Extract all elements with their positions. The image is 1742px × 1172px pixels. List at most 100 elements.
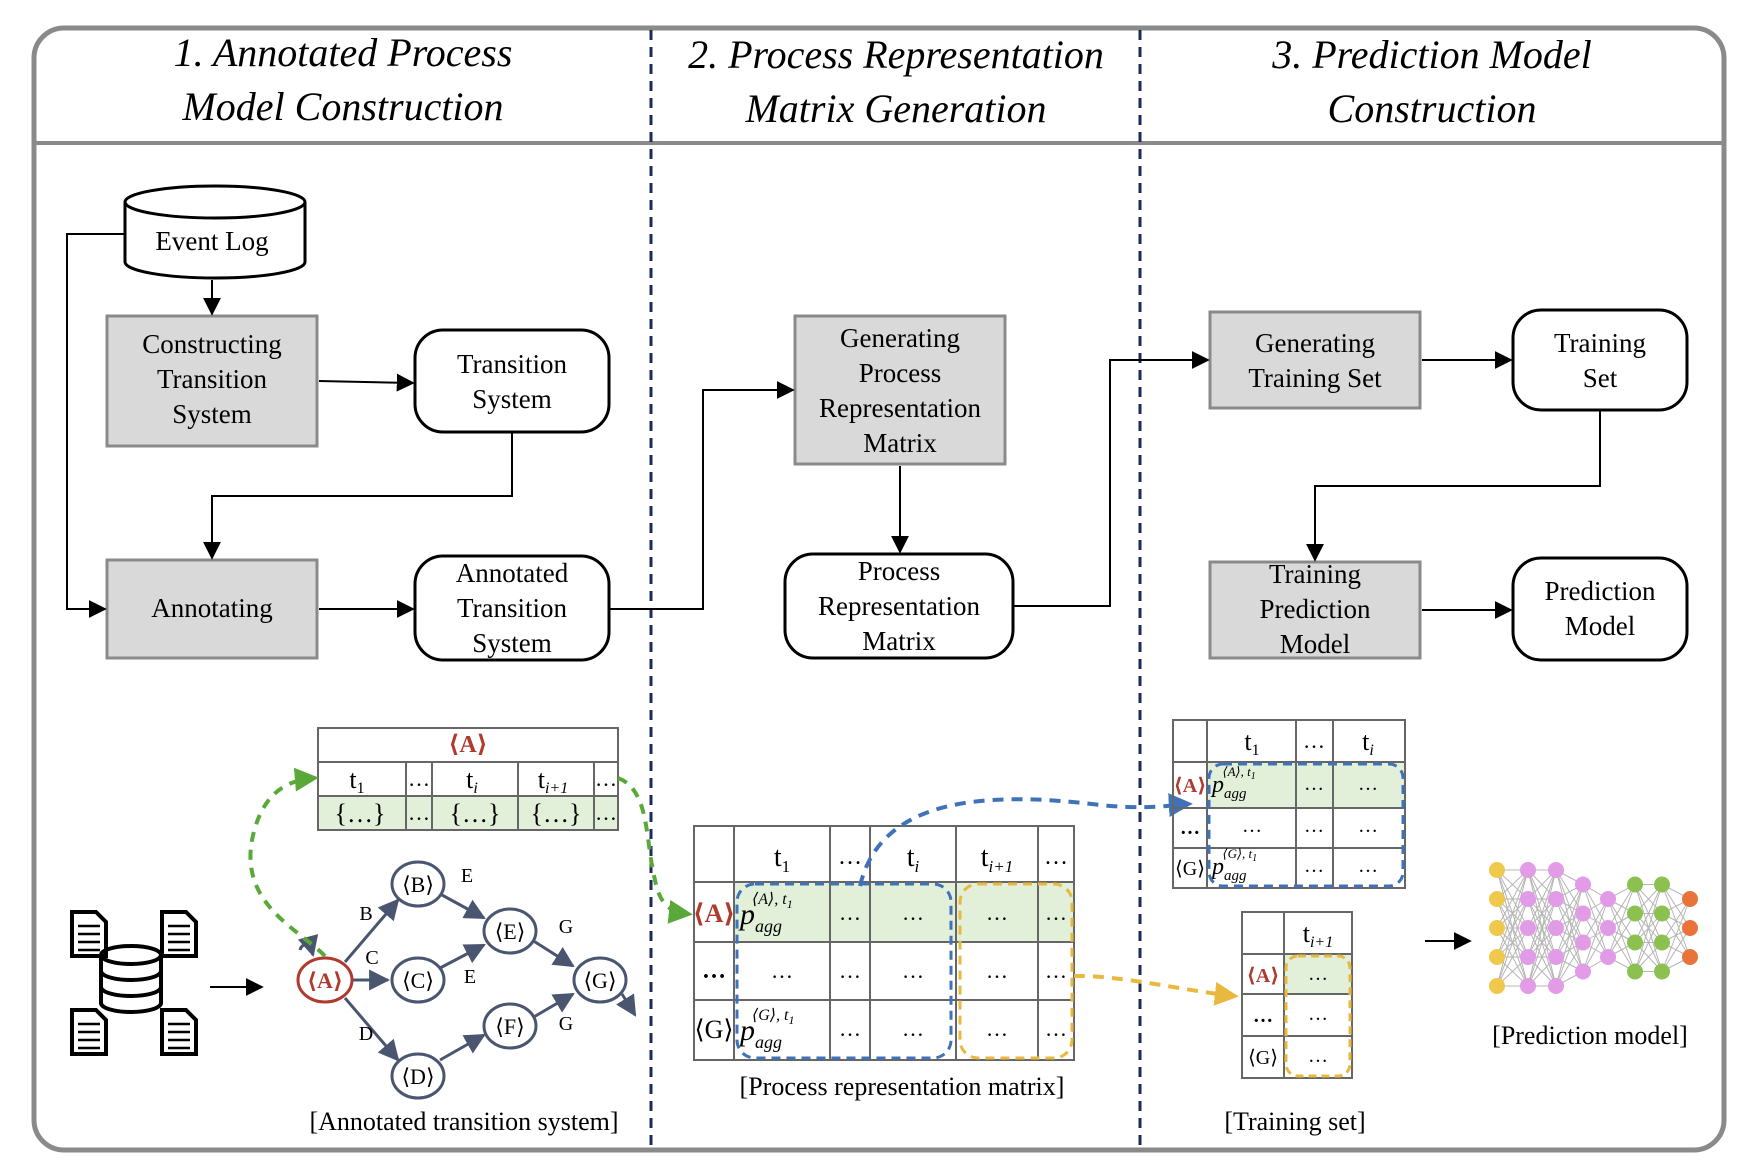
yellow-dashed-arrow — [1073, 973, 1239, 1006]
nn-node — [1548, 920, 1564, 936]
arrow-prm-to-generating-ts — [1013, 351, 1210, 607]
nn-connection — [1634, 913, 1663, 972]
nn-node — [1489, 949, 1505, 965]
nn-connection — [1527, 869, 1557, 958]
arrow-log-to-annotating — [66, 233, 125, 618]
train-top-p-a: pagg⟨A⟩, t1 — [1210, 764, 1256, 802]
nn-node — [1627, 934, 1643, 951]
transition-system-box — [413, 328, 611, 434]
constructing-ts-box — [105, 314, 319, 448]
nn-node — [1600, 920, 1616, 936]
matrix-row-header: … — [702, 958, 726, 984]
matrix-cell: … — [839, 900, 861, 925]
edge-label-g2: G — [559, 1013, 573, 1035]
nn-connection — [1496, 869, 1529, 958]
nn-node — [1548, 891, 1564, 907]
neural-network-icon — [1489, 862, 1698, 994]
generating-ts-label-1: Generating — [1255, 328, 1375, 358]
nn-connection — [1555, 913, 1584, 987]
state-table-col: … — [408, 766, 430, 791]
nn-connection — [1527, 869, 1557, 987]
nn-node — [1489, 920, 1505, 936]
nn-node — [1654, 905, 1670, 922]
nn-node — [1489, 978, 1505, 994]
state-label-a: ⟨A⟩ — [307, 968, 343, 993]
annotating-label: Annotating — [151, 593, 273, 623]
prm-label-2: Representation — [818, 591, 980, 621]
nn-connection — [1555, 884, 1584, 987]
nn-connection — [1607, 884, 1636, 929]
document-icons — [70, 910, 198, 1056]
col1-title-line2: Model Construction — [181, 84, 503, 129]
nn-connection — [1496, 869, 1529, 987]
arrow-constructing-to-ts — [318, 373, 415, 392]
prediction-model-caption: [Prediction model] — [1492, 1021, 1688, 1050]
process-matrix: t1 … ti ti+1 … ⟨A⟩ … ⟨G⟩ pagg⟨A⟩, t1 pag… — [693, 825, 1075, 1061]
matrix-cell: … — [1045, 1016, 1067, 1041]
edge-into-a — [297, 933, 319, 958]
edge-b-e — [441, 893, 486, 920]
document-icon — [160, 910, 198, 958]
train-top-cell: … — [1358, 773, 1378, 795]
nn-connection — [1582, 898, 1609, 972]
train-bottom-row-a: ⟨A⟩ — [1247, 965, 1280, 987]
database-icon — [99, 944, 163, 1014]
matrix-p-a: pagg⟨A⟩, t1 — [738, 891, 793, 936]
nn-connection — [1527, 927, 1557, 987]
nn-node — [1575, 963, 1591, 980]
matrix-cell: … — [839, 958, 861, 983]
train-top-cell: … — [1304, 773, 1324, 795]
matrix-cell: … — [902, 1016, 924, 1041]
nn-connection — [1607, 884, 1636, 958]
prm-label-1: Process — [858, 556, 941, 586]
nn-connection — [1582, 898, 1609, 943]
annotated-ts-caption: [Annotated transition system] — [309, 1107, 618, 1136]
state-node-d — [390, 1052, 446, 1100]
arrow-training-set-to-training-pm — [1306, 410, 1601, 562]
nn-node — [1520, 978, 1536, 994]
nn-node — [1682, 949, 1698, 965]
edge-a-b — [343, 898, 400, 963]
nn-node — [1682, 891, 1698, 907]
col3-title-line1: 3. Prediction Model — [1271, 32, 1592, 77]
annotated-ts-label-1: Annotated — [456, 558, 569, 588]
matrix-caption: [Process representation matrix] — [740, 1072, 1065, 1101]
matrix-cell: … — [902, 958, 924, 983]
nn-connection — [1661, 927, 1691, 972]
edge-c-e — [439, 943, 486, 970]
matrix-p-g: pagg⟨G⟩, t1 — [738, 1007, 794, 1052]
nn-node — [1600, 891, 1616, 907]
nn-node — [1575, 934, 1591, 951]
train-top-cell: … — [1358, 815, 1378, 837]
training-set-box — [1511, 308, 1689, 412]
constructing-ts-label-1: Constructing — [142, 329, 282, 359]
train-top-col: ti — [1362, 727, 1374, 759]
generating-prm-label-4: Matrix — [863, 428, 937, 458]
training-set-label-1: Training — [1554, 328, 1646, 358]
edge-a-d — [343, 997, 400, 1062]
edge-d-f — [439, 1033, 486, 1062]
state-table-cell: {…} — [335, 799, 386, 828]
nn-node — [1682, 920, 1698, 936]
state-label-d: ⟨D⟩ — [401, 1064, 434, 1089]
train-top-p-g: pagg⟨G⟩, t1 — [1210, 846, 1257, 884]
matrix-cell: … — [986, 1016, 1008, 1041]
nn-node — [1548, 978, 1564, 994]
constructing-ts-label-3: System — [172, 399, 252, 429]
training-table-bottom: ti+1 ⟨A⟩ … ⟨G⟩ … … … — [1241, 911, 1353, 1079]
state-label-e: ⟨E⟩ — [495, 919, 526, 944]
edge-label-e2: E — [464, 966, 476, 988]
train-bottom-cell: … — [1308, 1003, 1328, 1025]
state-node-e — [482, 907, 538, 955]
edge-f-g — [531, 992, 575, 1020]
green-dashed-arrow-to-table — [248, 767, 327, 958]
edge-label-e1: E — [461, 865, 473, 887]
matrix-cell: … — [986, 900, 1008, 925]
matrix-blue-selection — [735, 882, 953, 1060]
train-top-col: … — [1303, 728, 1325, 753]
prm-label-3: Matrix — [862, 626, 936, 656]
state-table-col: ti — [466, 765, 478, 797]
state-node-b — [390, 860, 446, 908]
nn-node — [1654, 876, 1670, 893]
prediction-model-label-1: Prediction — [1545, 576, 1656, 606]
